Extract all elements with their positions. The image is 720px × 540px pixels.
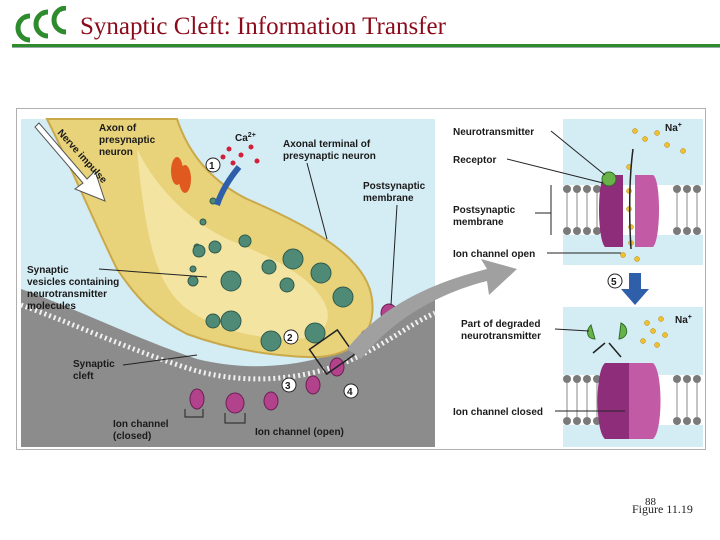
svg-text:5: 5	[611, 277, 617, 288]
zoom-arrow	[347, 259, 517, 359]
synaptic-vesicles-label-4: molecules	[27, 301, 76, 312]
axonal-terminal-label-2: presynaptic neuron	[283, 151, 376, 162]
sodium-label-top: Na+	[665, 122, 682, 134]
svg-text:1: 1	[209, 161, 215, 172]
axon-label-3: neuron	[99, 147, 133, 158]
synaptic-vesicles	[187, 197, 354, 352]
callout-box	[308, 328, 356, 376]
sodium-ions-bottom	[640, 316, 668, 348]
postsynaptic-membrane-label-2: membrane	[363, 193, 414, 204]
svg-text:2: 2	[287, 333, 293, 344]
degraded-nt-label-1: Part of degraded	[461, 319, 540, 330]
svg-text:3: 3	[285, 381, 291, 392]
synaptic-cleft-label-1: Synaptic	[73, 359, 115, 370]
ion-channel-closed-label-2: (closed)	[113, 431, 151, 442]
ion-channel-open-right-label: Ion channel open	[453, 249, 535, 260]
neurotransmitter-molecule	[601, 171, 617, 187]
sodium-label-bottom: Na+	[675, 314, 692, 326]
synaptic-vesicles-label-3: neurotransmitter	[27, 289, 107, 300]
step-marker-3: 3	[281, 377, 297, 393]
step-marker-4: 4	[343, 383, 359, 399]
synapse-diagram: Nerve impulse	[16, 108, 706, 450]
page-title: Synaptic Cleft: Information Transfer	[80, 13, 446, 40]
calcium-label: Ca2+	[235, 132, 256, 144]
axonal-terminal-label-1: Axonal terminal of	[283, 139, 371, 150]
calcium-influx-arrow	[214, 165, 242, 206]
neurotransmitter-label: Neurotransmitter	[453, 127, 534, 138]
step-marker-5: 5	[607, 273, 623, 289]
ion-channel-open-label: Ion channel (open)	[255, 427, 344, 438]
axon-label-2: presynaptic	[99, 135, 156, 146]
svg-text:4: 4	[347, 387, 353, 398]
header-divider	[12, 44, 720, 47]
company-logo	[12, 5, 74, 50]
synaptic-cleft-label-2: cleft	[73, 371, 94, 382]
synaptic-vesicles-label-1: Synaptic	[27, 265, 69, 276]
synaptic-vesicles-label-2: vesicles containing	[27, 277, 119, 288]
transition-arrow	[621, 273, 649, 305]
postsynaptic-membrane-label-1: Postsynaptic	[363, 181, 426, 192]
calcium-ions	[220, 144, 260, 166]
degraded-neurotransmitter	[587, 322, 628, 340]
receptor-label: Receptor	[453, 155, 496, 166]
ion-channel-closed-label-1: Ion channel	[113, 419, 169, 430]
slide-number: 88	[645, 496, 656, 508]
step-marker-1: 1	[205, 157, 221, 173]
postsynaptic-membrane-right-label-2: membrane	[453, 217, 504, 228]
postsynaptic-neuron	[21, 289, 435, 447]
figure-reference: Figure 11.19	[632, 502, 693, 516]
postsynaptic-membrane-right-label-1: Postsynaptic	[453, 205, 516, 216]
step-marker-2: 2	[283, 329, 299, 345]
axon-label-1: Axon of	[99, 123, 137, 134]
ion-channel-closed-right-label: Ion channel closed	[453, 407, 543, 418]
degraded-nt-label-2: neurotransmitter	[461, 331, 541, 342]
closed-channel	[597, 363, 661, 439]
open-channel-receptor	[599, 175, 659, 247]
header-divider-shadow	[12, 47, 720, 48]
calcium-channel	[171, 157, 191, 193]
